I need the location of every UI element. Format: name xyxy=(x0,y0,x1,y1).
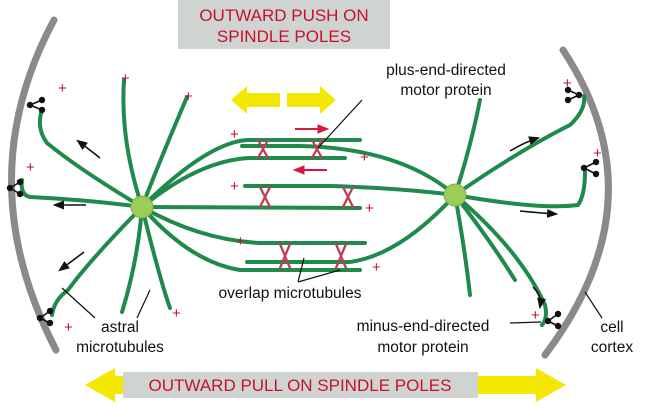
plus-end-marker: + xyxy=(236,233,245,250)
arrow-icon xyxy=(58,251,85,272)
plus-end-motors xyxy=(256,138,355,270)
top-banner-background xyxy=(178,0,390,49)
astral-mt-right-topcortex xyxy=(453,94,587,197)
anchor-icon xyxy=(36,307,54,327)
overlap-mt-8 xyxy=(140,205,362,272)
plus-end-markers: + + + + + + + + + + + + + + + xyxy=(26,70,602,336)
astral-mt-left-lowcortex xyxy=(50,205,144,317)
bottom-banner: OUTWARD PULL ON SPINDLE POLES xyxy=(85,368,566,402)
motor-icon xyxy=(278,242,292,270)
cortex-motor-anchors xyxy=(6,86,600,330)
motor-icon xyxy=(256,138,270,160)
overlap-mt-7 xyxy=(245,193,457,264)
astral-mt-left-up xyxy=(121,78,144,209)
plus-end-marker: + xyxy=(365,200,374,217)
plus-end-marker: + xyxy=(372,259,381,276)
plus-end-marker: + xyxy=(230,178,239,195)
arrow-icon xyxy=(509,136,541,152)
label-overlap-microtubules: overlap microtubules xyxy=(218,285,361,302)
overlap-mt-6 xyxy=(140,205,367,245)
arrow-icon xyxy=(532,286,547,310)
overlap-mt-4 xyxy=(243,184,457,197)
leader-overlap-1 xyxy=(297,257,305,283)
label-minus-motor-line2: motor protein xyxy=(377,339,468,356)
top-banner-line2: SPINDLE POLES xyxy=(217,27,351,46)
plus-end-marker: + xyxy=(121,70,130,87)
label-cortex-line2: cortex xyxy=(591,339,633,356)
label-plus-motor-line2: motor protein xyxy=(400,82,491,99)
astral-microtubules-left xyxy=(19,78,189,317)
astral-mt-right-midcortex xyxy=(453,170,587,209)
anchor-icon xyxy=(6,178,24,198)
leader-lines xyxy=(61,99,603,324)
cell-cortex-right xyxy=(541,46,612,359)
plus-end-marker: + xyxy=(64,319,73,336)
plus-end-marker: + xyxy=(593,145,602,162)
leader-minus-motor xyxy=(509,321,542,324)
motor-icon xyxy=(310,138,324,160)
arrow-icon xyxy=(519,208,559,218)
label-cortex-line1: cell xyxy=(600,319,623,336)
spindle-pole-left xyxy=(130,195,154,219)
leader-plus-motor xyxy=(317,99,363,149)
overlap-mt-2 xyxy=(240,144,457,197)
overlap-mt-3 xyxy=(140,156,347,209)
overlap-mt-1 xyxy=(140,138,362,209)
anchor-icon xyxy=(564,86,583,104)
bottom-banner-background xyxy=(123,372,478,398)
leader-cortex xyxy=(584,291,603,319)
push-arrow-left xyxy=(231,86,280,114)
top-banner-line1: OUTWARD PUSH ON xyxy=(199,6,368,25)
anchor-icon xyxy=(544,310,562,330)
leader-astral-1 xyxy=(61,287,96,319)
astral-mt-right-down xyxy=(453,193,472,297)
plus-end-marker: + xyxy=(58,80,67,97)
astral-microtubules-right xyxy=(453,94,587,327)
astral-mt-left-midcortex xyxy=(19,178,144,209)
astral-mt-right-downright xyxy=(453,193,517,282)
pull-direction-arrows xyxy=(52,136,559,310)
leader-overlap-2 xyxy=(297,269,341,283)
plus-end-marker: + xyxy=(172,305,181,322)
label-astral-line2: microtubules xyxy=(76,339,164,356)
motor-icon xyxy=(334,242,348,270)
plus-end-marker: + xyxy=(531,307,540,324)
plus-end-marker: + xyxy=(184,88,193,105)
astral-mt-right-lowcortex xyxy=(453,193,548,327)
motor-icon xyxy=(341,185,355,209)
push-arrow-right xyxy=(287,86,336,114)
anchor-icon xyxy=(26,96,46,114)
plus-end-marker: + xyxy=(563,75,572,92)
label-minus-motor-line1: minus-end-directed xyxy=(357,318,490,335)
astral-mt-left-downright xyxy=(140,205,172,310)
cell-cortex-left xyxy=(8,16,60,354)
leader-astral-2 xyxy=(136,289,151,319)
overlap-mt-5 xyxy=(140,205,362,210)
motor-icon xyxy=(258,185,272,209)
outward-push-arrows xyxy=(231,86,336,114)
overlap-microtubules xyxy=(140,138,457,272)
bottom-banner-text: OUTWARD PULL ON SPINDLE POLES xyxy=(149,376,452,395)
label-astral-line1: astral xyxy=(101,319,139,336)
spindle-pole-right xyxy=(443,183,467,207)
anchor-icon xyxy=(580,158,600,178)
label-plus-motor-line1: plus-end-directed xyxy=(386,62,506,79)
plus-end-marker: + xyxy=(230,126,239,143)
arrow-icon xyxy=(76,139,101,159)
plus-end-marker: + xyxy=(26,159,35,176)
plus-end-marker: + xyxy=(360,149,369,166)
astral-mt-left-topcortex xyxy=(37,108,144,209)
top-banner: OUTWARD PUSH ON SPINDLE POLES xyxy=(178,0,390,49)
